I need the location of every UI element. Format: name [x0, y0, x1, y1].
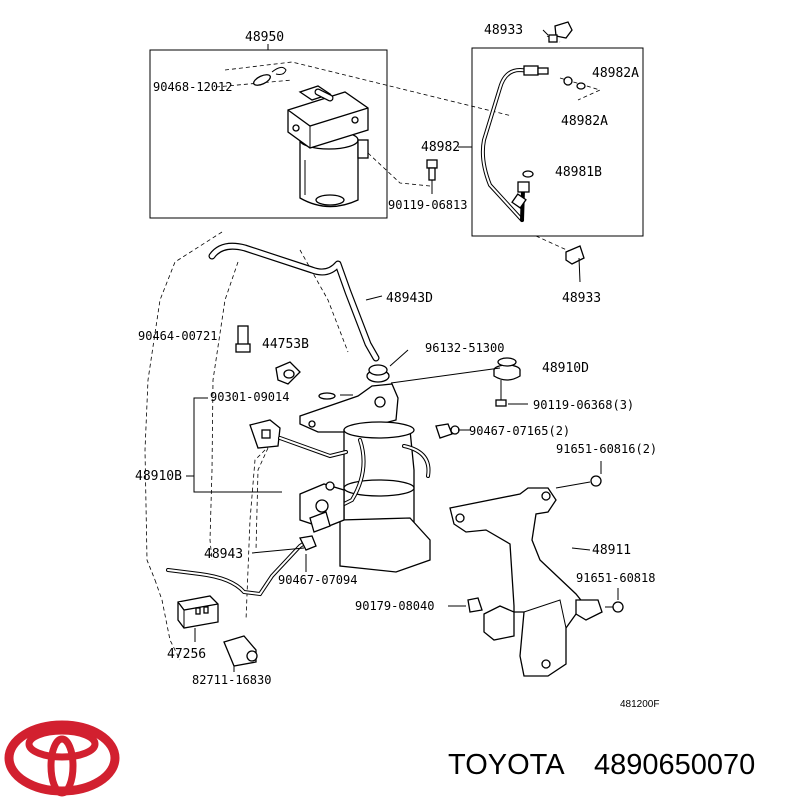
label-90467-07165: 90467-07165(2) [469, 424, 570, 438]
label-90119-06813: 90119-06813 [388, 198, 467, 212]
label-48933-bottom: 48933 [562, 291, 601, 306]
label-48910B: 48910B [135, 469, 182, 484]
compressor-assembly-group [149, 44, 513, 219]
part-number: 4890650070 [594, 749, 755, 781]
clip-48933-bottom-drawing [565, 245, 585, 283]
label-82711-16830: 82711-16830 [192, 673, 271, 687]
clamp-44753B-drawing [275, 361, 301, 385]
label-48910D: 48910D [542, 361, 589, 376]
label-48933-top: 48933 [484, 23, 523, 38]
label-47256: 47256 [167, 647, 206, 662]
main-assembly-group [144, 231, 528, 621]
label-48943: 48943 [204, 547, 243, 562]
label-48911: 48911 [592, 543, 631, 558]
bracket-48911-drawing [448, 461, 624, 677]
brand-name: TOYOTA [448, 749, 565, 781]
relay-47256-drawing [177, 595, 219, 642]
label-91651-60816: 91651-60816(2) [556, 442, 657, 456]
label-48981B: 48981B [555, 165, 602, 180]
o-ring-90468-drawing [253, 66, 287, 86]
label-90468-12012: 90468-12012 [153, 80, 232, 94]
label-90119-06368: 90119-06368(3) [533, 398, 634, 412]
bracket-90464-drawing [235, 325, 251, 353]
bracket-82711-drawing [223, 635, 258, 672]
toyota-logo-icon [4, 720, 120, 797]
label-90467-07094: 90467-07094 [278, 573, 357, 587]
label-48982: 48982 [421, 140, 460, 155]
diagram-reference-code: 481200F [620, 699, 659, 710]
bolt-90119-06813-drawing [426, 159, 438, 194]
label-96132-51300: 96132-51300 [425, 341, 504, 355]
label-91651-60818: 91651-60818 [576, 571, 655, 585]
pipe-box [471, 47, 644, 237]
label-90301-09014: 90301-09014 [210, 390, 289, 404]
pipe-assembly-group [426, 21, 644, 283]
label-48943D: 48943D [386, 291, 433, 306]
label-90464-00721: 90464-00721 [138, 329, 217, 343]
lower-left-group [154, 535, 317, 672]
label-90179-08040: 90179-08040 [355, 599, 434, 613]
label-48982A-1: 48982A [592, 66, 639, 81]
label-44753B: 44753B [262, 337, 309, 352]
label-48982A-2: 48982A [561, 114, 608, 129]
label-48950: 48950 [245, 30, 284, 45]
clip-48933-top-drawing [548, 21, 573, 43]
compressor-motor-drawing [287, 85, 369, 208]
